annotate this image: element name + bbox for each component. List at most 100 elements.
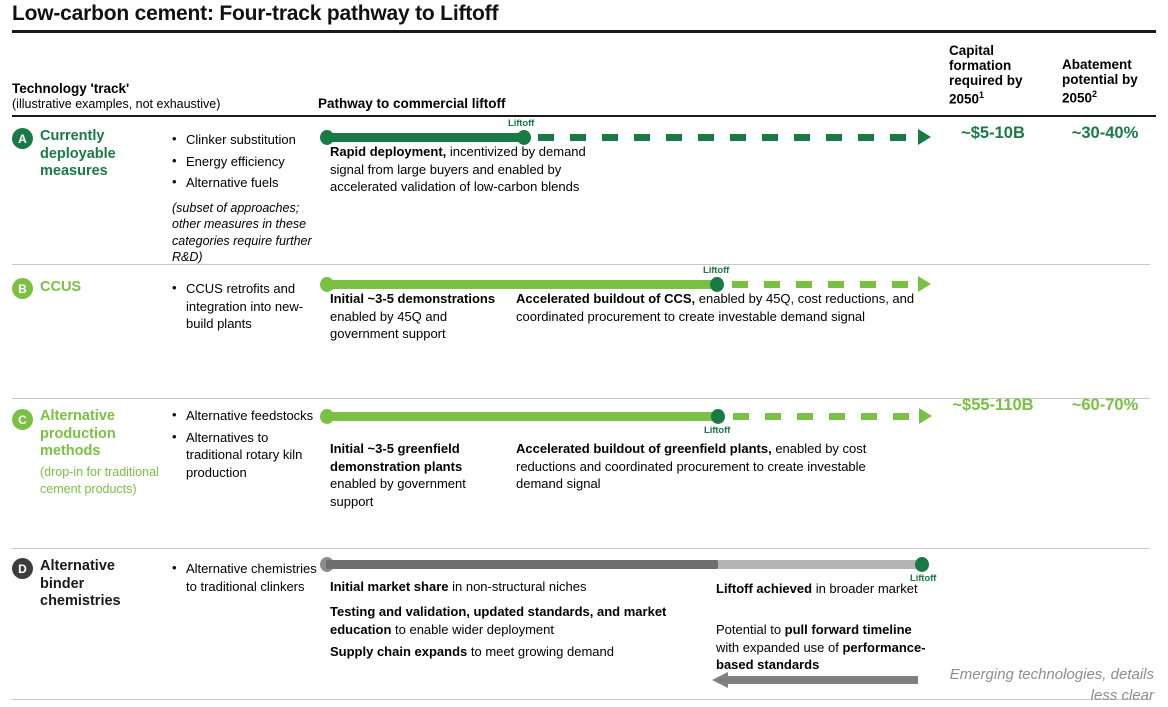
row-divider-d <box>12 548 1150 549</box>
pathway-desc-d-2-rest: to enable wider deployment <box>391 621 555 637</box>
list-item: Alternative fuels <box>170 173 320 192</box>
capital-value-c: ~$55-110B <box>952 396 1034 414</box>
header-technology-track-subtitle: (illustrative examples, not exhaustive) <box>12 97 221 111</box>
pathway-desc-d-right-2: Potential to pull forward timeline with … <box>716 621 934 674</box>
track-bullet-note-a: (subset of approaches; other measures in… <box>172 200 312 265</box>
header-abatement-footnote: 2 <box>1092 89 1098 99</box>
emerging-technologies-note: Emerging technologies, details less clea… <box>949 666 1154 704</box>
track-name-c: Alternative production methods <box>40 408 116 459</box>
bar-dash <box>858 134 874 141</box>
liftoff-label-b: Liftoff <box>703 265 730 276</box>
pathway-desc-d-right-2-mid: with expanded use of <box>716 639 843 655</box>
bar-arrow-a <box>918 129 931 145</box>
track-note-c: (drop-in for traditional cement products… <box>40 465 159 496</box>
pathway-desc-c-2-rest: enabled by cost reductions and coordinat… <box>516 441 867 491</box>
header-capital-text: Capital formation required by 2050 <box>949 43 1023 107</box>
pathway-desc-d-3-rest: to meet growing demand <box>467 644 614 659</box>
bar-segment-b-solid <box>326 280 716 289</box>
bar-dash <box>764 281 780 288</box>
pathway-desc-c-1-bold: Initial ~3-5 greenfield demonstration pl… <box>330 441 463 474</box>
pathway-desc-b-2: Accelerated buildout of CCS, enabled by … <box>516 290 928 325</box>
header-abatement-text: Abatement potential by 2050 <box>1062 57 1138 106</box>
row-divider-c <box>12 398 1150 399</box>
pathway-desc-d-3-bold: Supply chain expands <box>330 644 468 659</box>
pathway-desc-b-1: Initial ~3-5 demonstrations enabled by 4… <box>330 290 510 343</box>
pathway-desc-d-right-2-bold: pull forward timeline <box>784 622 912 637</box>
liftoff-label-a: Liftoff <box>508 118 535 129</box>
track-name-d: Alternative binder chemistries <box>40 558 121 609</box>
pathway-desc-c-1: Initial ~3-5 greenfield demonstration pl… <box>330 440 510 510</box>
bar-dash <box>826 134 842 141</box>
list-item: CCUS retrofits and integration into new-… <box>170 279 320 333</box>
abatement-value-c: ~60-70% <box>1071 396 1139 414</box>
bar-dash <box>733 413 749 420</box>
track-badge-b: B <box>12 278 33 299</box>
bar-dash <box>892 281 908 288</box>
pathway-desc-b-1-bold: Initial ~3-5 demonstrations <box>330 291 496 306</box>
pathway-desc-c-2: Accelerated buildout of greenfield plant… <box>516 440 908 493</box>
pathway-desc-d-3: Supply chain expands to meet growing dem… <box>330 643 700 661</box>
pathway-desc-d-2: Testing and validation, updated standard… <box>330 603 700 638</box>
list-item: Alternatives to traditional rotary kiln … <box>170 428 320 482</box>
left-arrow-icon <box>712 672 918 688</box>
pathway-desc-a-1-rest: incentivized by demand signal from large… <box>330 144 586 194</box>
header-capital-formation: Capital formation required by 20501 <box>949 43 1053 107</box>
bar-arrow-c <box>919 408 932 424</box>
track-name-b: CCUS <box>40 279 82 295</box>
pathway-desc-b-2-rest: enabled by 45Q, cost reductions, and coo… <box>516 291 915 324</box>
pathway-bar-d: Liftoff <box>318 552 938 584</box>
pathway-bar-a: Liftoff <box>318 118 938 146</box>
bar-dash <box>794 134 810 141</box>
list-item: Alternative chemistries to traditional c… <box>170 559 320 595</box>
pathway-desc-d-right-2-bold2: performance-based standards <box>716 639 926 673</box>
liftoff-label-c: Liftoff <box>704 425 731 436</box>
pathway-desc-c-2-bold: Accelerated buildout of greenfield plant… <box>516 441 772 456</box>
header-capital-footnote: 1 <box>979 90 985 100</box>
row-divider-b <box>12 264 1150 265</box>
bar-arrow-b <box>918 276 931 292</box>
pathway-bar-c: Liftoff <box>318 404 938 436</box>
bar-dash <box>860 281 876 288</box>
bar-segment-a-solid <box>326 133 526 142</box>
pathway-desc-d-right-2-pre: Potential to <box>716 622 785 637</box>
bar-dash <box>666 134 682 141</box>
track-bullets-d: Alternative chemistries to traditional c… <box>170 559 320 599</box>
list-item: Energy efficiency <box>170 152 320 171</box>
bar-dash <box>893 413 909 420</box>
bar-dash <box>890 134 906 141</box>
pathway-desc-c-1-rest: enabled by government support <box>330 476 466 509</box>
bar-dash <box>570 134 586 141</box>
liftoff-dot-d <box>915 557 929 572</box>
bar-dash <box>602 134 618 141</box>
header-technology-track: Technology 'track' <box>12 81 130 96</box>
capital-value-a: ~$5-10B <box>961 124 1025 142</box>
header-abatement-potential: Abatement potential by 20502 <box>1062 57 1166 106</box>
bar-dash <box>698 134 714 141</box>
track-name-a: Currently deployable measures <box>40 128 116 179</box>
pathway-bar-b: Liftoff <box>318 265 938 293</box>
liftoff-dot-b <box>710 277 724 292</box>
bar-segment-d-dark <box>326 560 718 569</box>
bar-dash <box>538 134 554 141</box>
pull-forward-arrow <box>712 672 918 688</box>
pathway-desc-a-1-bold: Rapid deployment, <box>330 144 447 159</box>
bar-segment-d-light <box>718 560 922 569</box>
pathway-desc-d-1-rest: in non-structural niches <box>448 579 587 594</box>
pathway-desc-d-right-1: Liftoff achieved in broader market <box>716 580 934 598</box>
track-badge-d: D <box>12 558 33 579</box>
track-bullets-b: CCUS retrofits and integration into new-… <box>170 279 320 337</box>
bar-segment-c-solid <box>326 412 716 421</box>
pathway-desc-d-right-1-bold: Liftoff achieved <box>716 581 813 596</box>
liftoff-label-d: Liftoff <box>910 573 937 584</box>
list-item: Alternative feedstocks <box>170 406 320 425</box>
header-divider <box>12 115 1156 117</box>
bar-dash <box>634 134 650 141</box>
page-title: Low-carbon cement: Four-track pathway to… <box>12 2 499 25</box>
bar-dash <box>797 413 813 420</box>
pathway-desc-d-right-1-rest: in broader market <box>812 581 918 596</box>
track-badge-c: C <box>12 409 33 430</box>
track-bullets-c: Alternative feedstocks Alternatives to t… <box>170 406 320 485</box>
pathway-desc-b-2-bold: Accelerated buildout of CCS, <box>516 291 696 306</box>
bar-dash <box>861 413 877 420</box>
